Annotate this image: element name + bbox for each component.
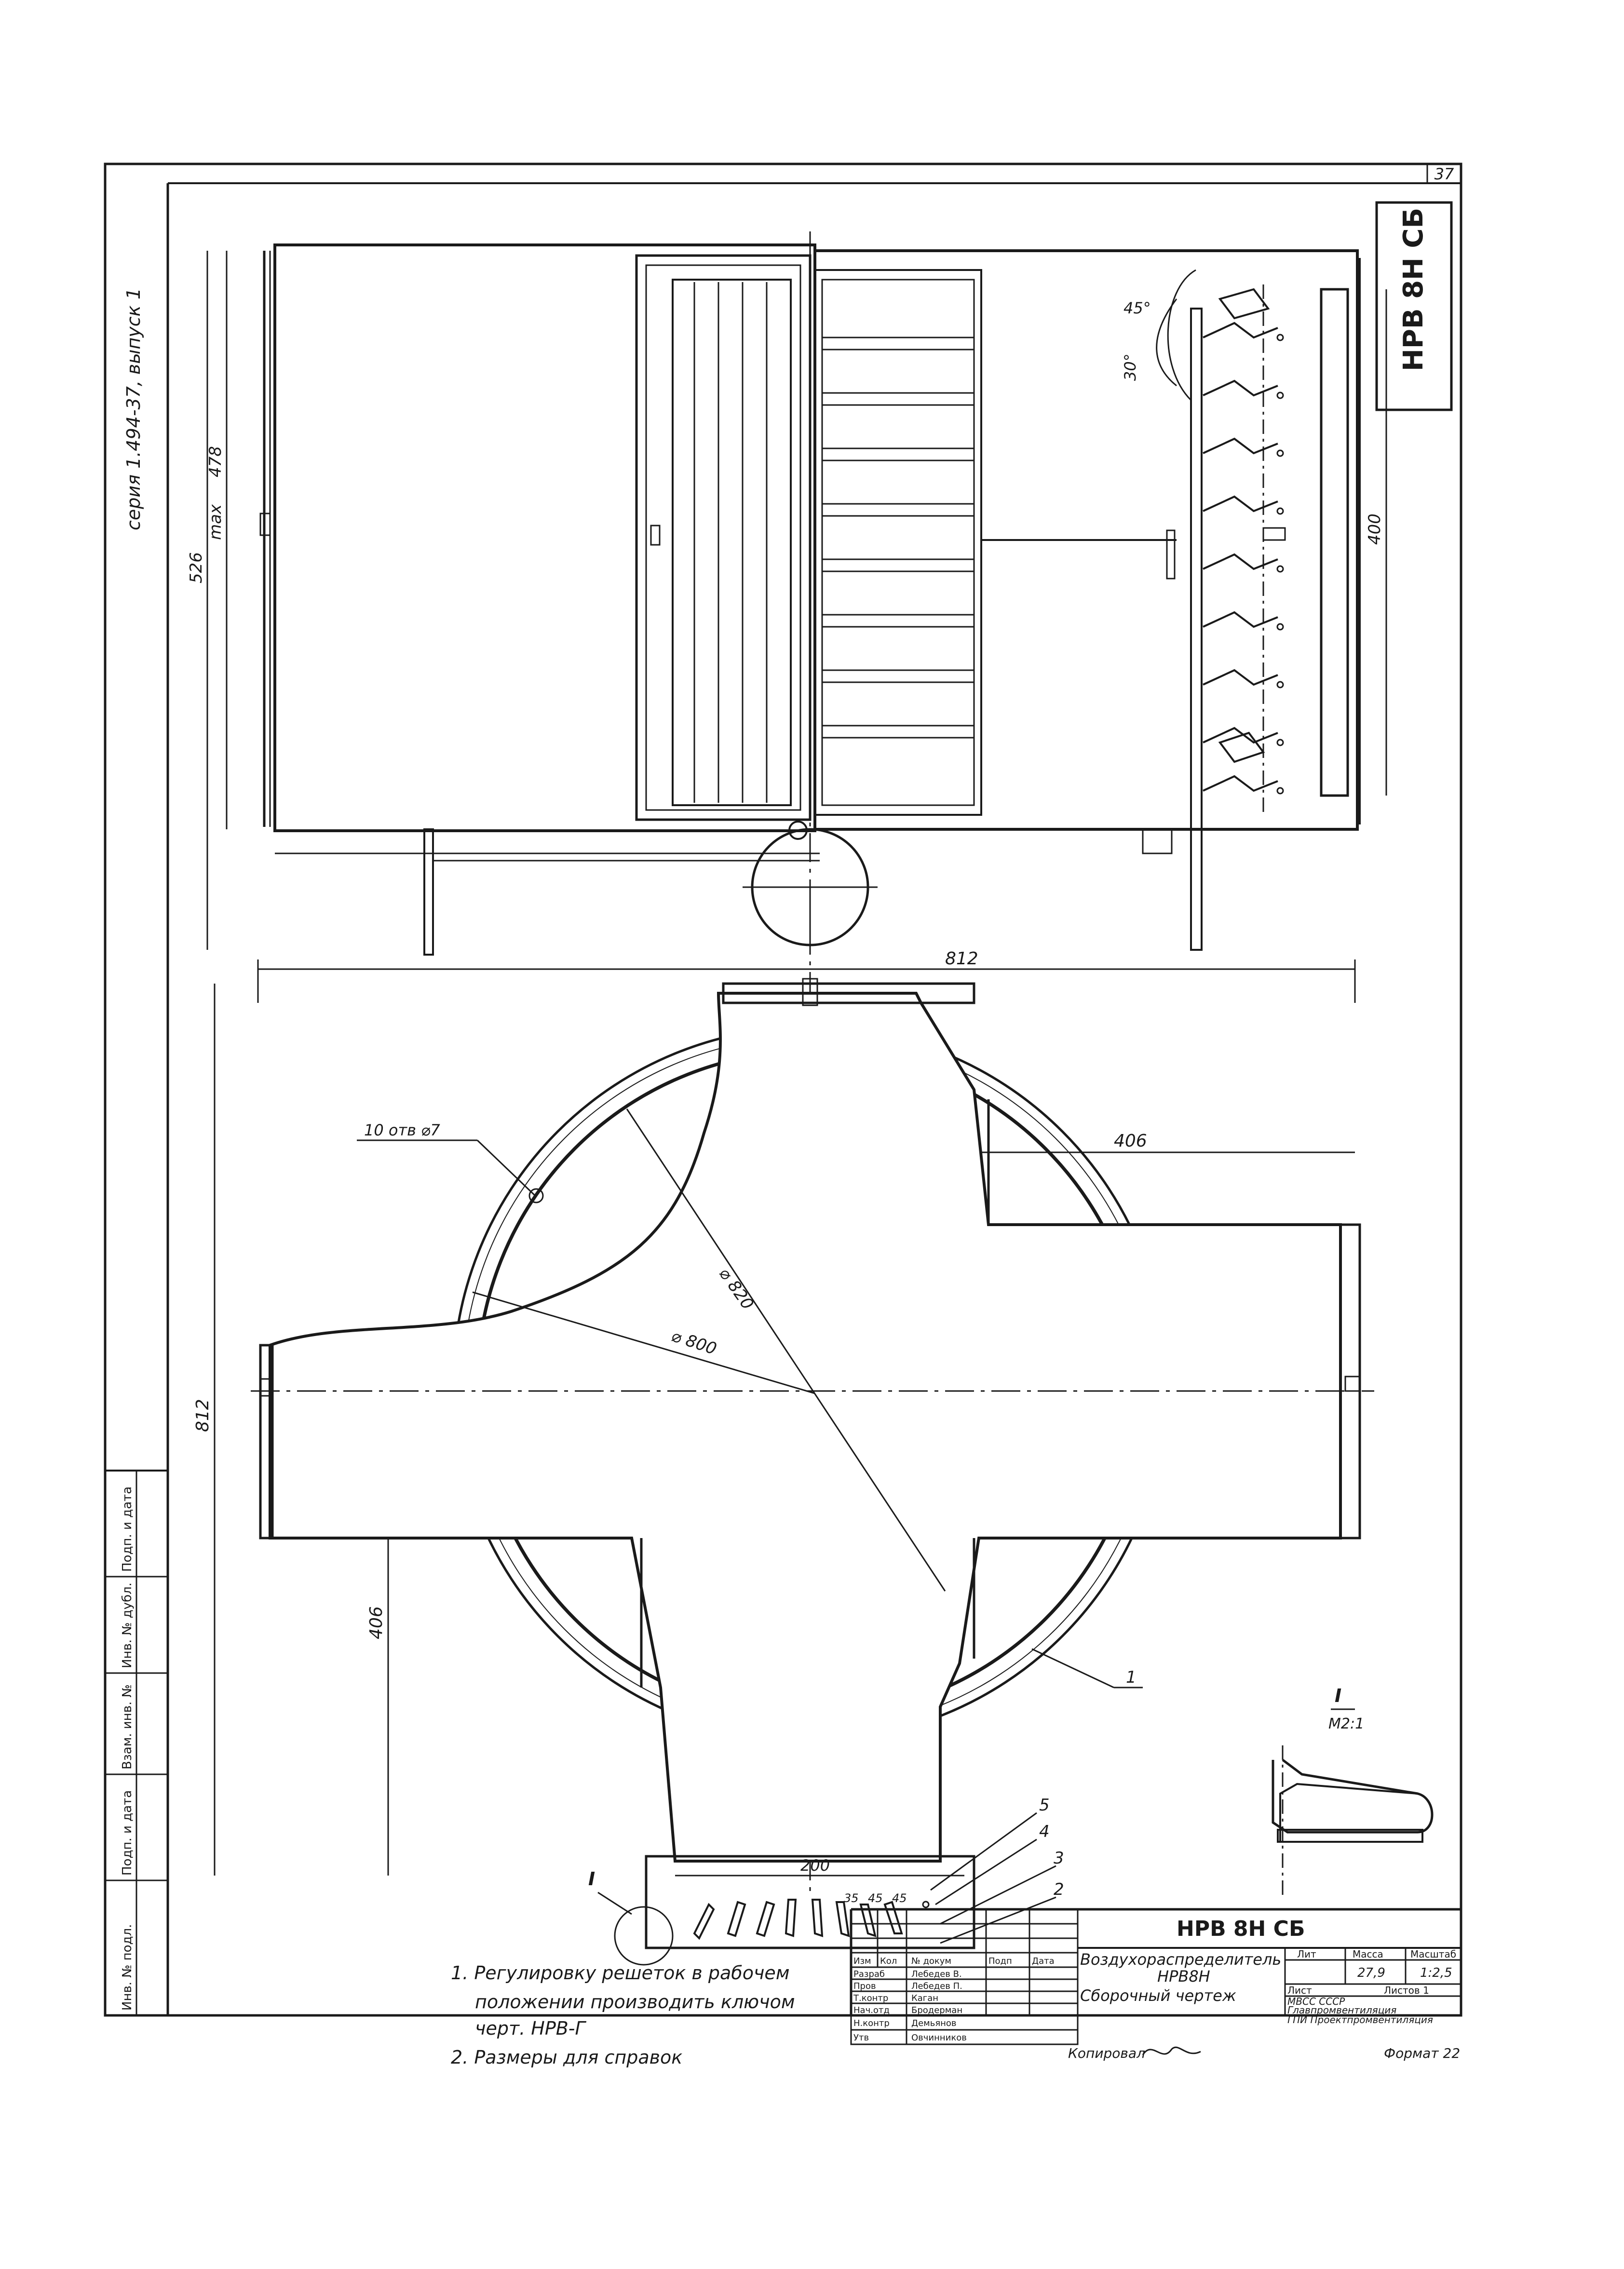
tb-role-utv: Утв	[853, 2033, 869, 2043]
dim-526: 526	[187, 552, 206, 583]
note-1b: положении производить ключом	[475, 1991, 795, 2012]
dim-400: 400	[1365, 513, 1384, 545]
note-1c: черт. НРВ-Г	[475, 2018, 587, 2039]
tb-col-mass: Масса	[1353, 1948, 1383, 1960]
strip-podp-2: Подп. и дата	[120, 1486, 135, 1572]
detail-view-title: I	[1335, 1685, 1341, 1706]
tb-name-utv: Овчинников	[911, 2033, 967, 2043]
outer-frame	[104, 162, 1462, 2017]
strip-inv-dubl: Инв. № дубл.	[120, 1582, 135, 1668]
angle-45: 45°	[1123, 299, 1151, 317]
tb-role-razrab: Разраб	[853, 1969, 885, 1979]
detail-ref-mark: I	[588, 1868, 595, 1890]
tb-col-podp: Подп	[988, 1956, 1012, 1966]
angle-grille-b: 45	[868, 1891, 883, 1905]
callout-5: 5	[1039, 1796, 1050, 1815]
dim-478: 478	[206, 446, 225, 477]
tb-mass-value: 27,9	[1357, 1966, 1385, 1980]
angle-30: 30°	[1121, 353, 1139, 381]
tb-name-prov: Лебедев П.	[911, 1981, 962, 1991]
dim-406-top: 406	[1114, 1131, 1147, 1151]
page-number: 37	[1435, 165, 1454, 183]
tb-org-1: МВСС СССР	[1287, 1996, 1345, 2007]
series-label: серия 1.494-37, выпуск 1	[123, 288, 144, 530]
holes-label: 10 отв ⌀7	[364, 1121, 440, 1139]
code-box-text: НРВ 8Н СБ	[1398, 208, 1429, 371]
tb-sheets-label: Листов 1	[1384, 1985, 1429, 1996]
callout-2: 2	[1054, 1880, 1064, 1899]
notes: 1. Регулировку решеток в рабочем положен…	[451, 1962, 795, 2068]
tb-role-nachotd: Нач.отд	[853, 2005, 890, 2015]
tb-name-razrab: Лебедев В.	[911, 1969, 962, 1979]
tb-name-tkontr: Каган	[911, 1993, 938, 2003]
dim-812-left: 812	[193, 1399, 213, 1432]
strip-podp-1: Подп. и дата	[120, 1790, 135, 1876]
tb-sheet-label: Лист	[1287, 1985, 1312, 1996]
tb-doc-type: Сборочный чертеж	[1080, 1986, 1236, 2005]
copied-by: Копировал	[1068, 2045, 1145, 2061]
tb-col-lit: Лит	[1297, 1948, 1316, 1960]
tb-col-kol: Кол	[880, 1956, 897, 1966]
tb-scale-value: 1:2,5	[1420, 1966, 1452, 1980]
tb-role-prov: Пров	[853, 1981, 876, 1991]
note-2: 2. Размеры для справок	[451, 2047, 682, 2068]
copied-signature	[1142, 2046, 1201, 2055]
dim-200: 200	[800, 1856, 830, 1875]
tb-col-dok: № докум	[911, 1956, 951, 1966]
tb-col-izm: Изм	[853, 1956, 871, 1966]
tb-code: НРВ 8Н СБ	[1177, 1917, 1305, 1941]
tb-org-3: ГПИ Проектпромвентиляция	[1287, 2014, 1433, 2026]
tb-role-tkontr: Т.контр	[853, 1993, 888, 2003]
tb-name-nachotd: Бродерман	[911, 2005, 962, 2015]
page-number-box	[1426, 163, 1462, 184]
tb-product-code: НРВ8Н	[1157, 1967, 1210, 1985]
strip-vzam: Взам. инв. №	[120, 1684, 135, 1769]
angle-grille-a: 35	[844, 1891, 859, 1905]
tb-role-nkontr: Н.контр	[853, 2018, 890, 2028]
note-1: 1. Регулировку решеток в рабочем	[451, 1962, 789, 1984]
callout-1: 1	[1126, 1668, 1137, 1687]
detail-view: I М2:1	[1272, 1685, 1434, 1900]
tb-roles: Разраб Лебедев В. Пров Лебедев П. Т.конт…	[853, 1969, 962, 2015]
angle-grille-c: 45	[892, 1891, 907, 1905]
dim-406-left: 406	[366, 1606, 386, 1639]
detail-scale: М2:1	[1328, 1715, 1364, 1732]
callout-4: 4	[1039, 1822, 1050, 1841]
tb-col-data: Дата	[1032, 1956, 1055, 1966]
side-view: 526 478 max 400 45° 30°	[187, 243, 1387, 956]
title-block: Изм Кол № докум Подп Дата Разраб Лебедев…	[850, 1908, 1461, 2045]
tb-org-2: Главпромвентиляция	[1287, 2004, 1396, 2016]
dim-max: max	[206, 504, 225, 540]
tb-name-nkontr: Демьянов	[911, 2018, 957, 2028]
format-label: Формат 22	[1384, 2045, 1460, 2061]
callout-3: 3	[1054, 1849, 1064, 1868]
dim-812-top: 812	[945, 949, 978, 969]
tb-product-name: Воздухораспределитель	[1080, 1950, 1281, 1969]
strip-inv-podl: Инв. № подл.	[120, 1924, 135, 2011]
left-strip: Инв. № подл. Подп. и дата Взам. инв. № И…	[104, 1470, 169, 2016]
code-box: НРВ 8Н СБ	[1375, 201, 1453, 411]
plan-view: 812 812 406 406 ⌀ 820 ⌀ 800	[193, 949, 1374, 1966]
tb-col-scale: Масштаб	[1410, 1948, 1456, 1960]
